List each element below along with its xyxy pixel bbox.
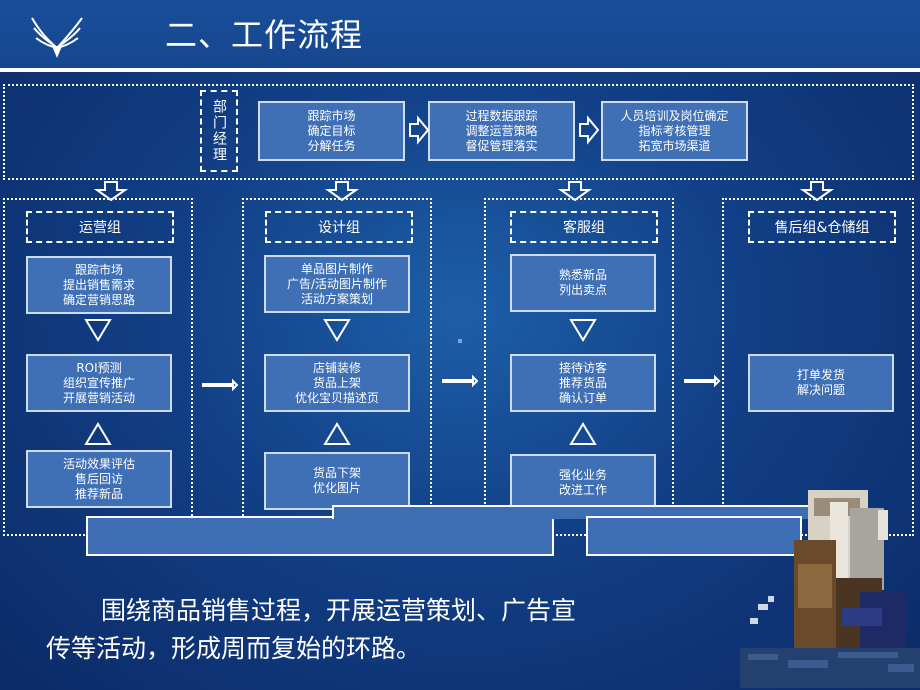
manager-arrow-1 [409,115,430,145]
down-arrow-aftersales [799,181,835,202]
service-step-3: 强化业务 改进工作 [510,454,656,512]
manager-step-1: 跟踪市场 确定目标 分解任务 [258,101,405,161]
connector-service-aftersales [684,374,721,388]
winged-emblem-icon [31,17,83,58]
overlay-bar-right [586,516,802,556]
caption-text: 围绕商品销售过程，开展运营策划、广告宣 传等活动，形成周而复始的环路。 [46,592,736,668]
manager-label: 部门经理 [211,99,227,163]
caption-line-1: 围绕商品销售过程，开展运营策划、广告宣 [101,596,577,625]
manager-step-3: 人员培训及岗位确定 指标考核管理 拓宽市场渠道 [601,101,748,161]
group-frame-service [484,198,674,536]
group-label-service: 客服组 [510,211,658,243]
operations-step-3: 活动效果评估 售后回访 推荐新品 [26,450,172,508]
aftersales-step-1: 打单发货 解决问题 [748,354,894,412]
group-label-aftersales: 售后组&仓储组 [748,211,896,243]
manager-label-frame [200,90,238,172]
manager-arrow-2 [579,115,600,145]
caption-line-2: 传等活动，形成周而复始的环路。 [46,634,422,663]
group-label-design: 设计组 [265,211,413,243]
manager-row-frame [3,84,914,180]
service-step-2: 接待访客 推荐货品 确认订单 [510,354,656,412]
service-step-1: 熟悉新品 列出卖点 [510,254,656,312]
triangle-up-design [323,422,351,445]
manager-step-2: 过程数据跟踪 调整运营策略 督促管理落实 [428,101,575,161]
operations-step-1: 跟踪市场 提出销售需求 确定营销思路 [26,256,172,314]
connector-operations-design [202,378,239,392]
triangle-down-design [323,319,351,342]
header-bar [0,0,920,68]
overlay-bar-left [86,516,554,556]
center-marker [458,339,462,343]
triangle-down-service [569,319,597,342]
design-step-2: 店铺装修 货品上架 优化宝贝描述页 [264,354,410,412]
page-title: 二、工作流程 [165,16,364,54]
connector-design-service [442,374,479,388]
down-arrow-operations [93,181,129,202]
down-arrow-service [557,181,593,202]
group-label-operations: 运营组 [26,211,174,243]
header-divider [0,68,920,72]
triangle-down-operations [84,319,112,342]
triangle-up-operations [84,422,112,445]
down-arrow-design [324,181,360,202]
triangle-up-service [569,422,597,445]
operations-step-2: ROI预测 组织宣传推广 开展营销活动 [26,354,172,412]
design-step-1: 单品图片制作 广告/活动图片制作 活动方案策划 [264,255,410,313]
pixel-art-decoration [740,490,920,688]
